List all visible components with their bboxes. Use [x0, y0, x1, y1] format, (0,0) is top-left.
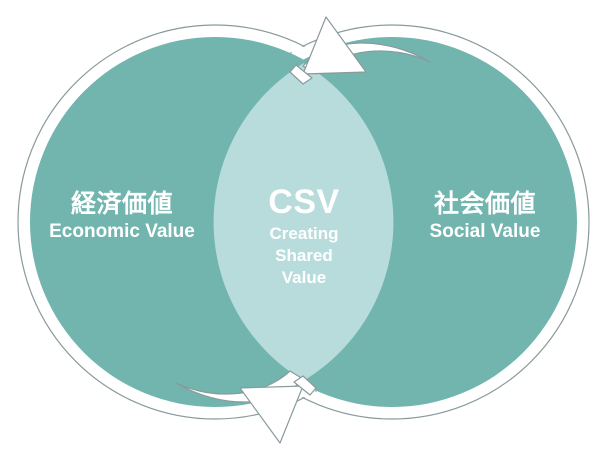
csv-acronym: CSV	[268, 183, 340, 221]
csv-expansion-line-2: Shared	[275, 245, 333, 265]
overlap-lens-csv	[213, 63, 394, 381]
csv-expansion-line-1: Creating	[269, 224, 339, 243]
economic-value-label-en: Economic Value	[49, 221, 195, 242]
economic-value-label-jp: 経済価値	[70, 190, 173, 218]
csv-expansion-line-3: Value	[281, 267, 327, 287]
bottom-cycle-arrow	[175, 370, 317, 444]
social-value-label-jp: 社会価値	[433, 190, 536, 218]
csv-label: CSV Creating Shared Value	[237, 185, 371, 288]
economic-value-label: 経済価値 Economic Value	[22, 190, 222, 242]
csv-expansion: Creating Shared Value	[237, 223, 371, 288]
bottom-arrow-pivot	[293, 375, 317, 396]
top-arrow-head	[302, 16, 367, 75]
top-arrow-pivot	[289, 64, 313, 85]
bottom-arrow-head	[239, 385, 304, 444]
top-cycle-arrow	[289, 16, 431, 85]
social-value-label: 社会価値 Social Value	[385, 190, 585, 242]
social-value-label-en: Social Value	[429, 221, 541, 242]
